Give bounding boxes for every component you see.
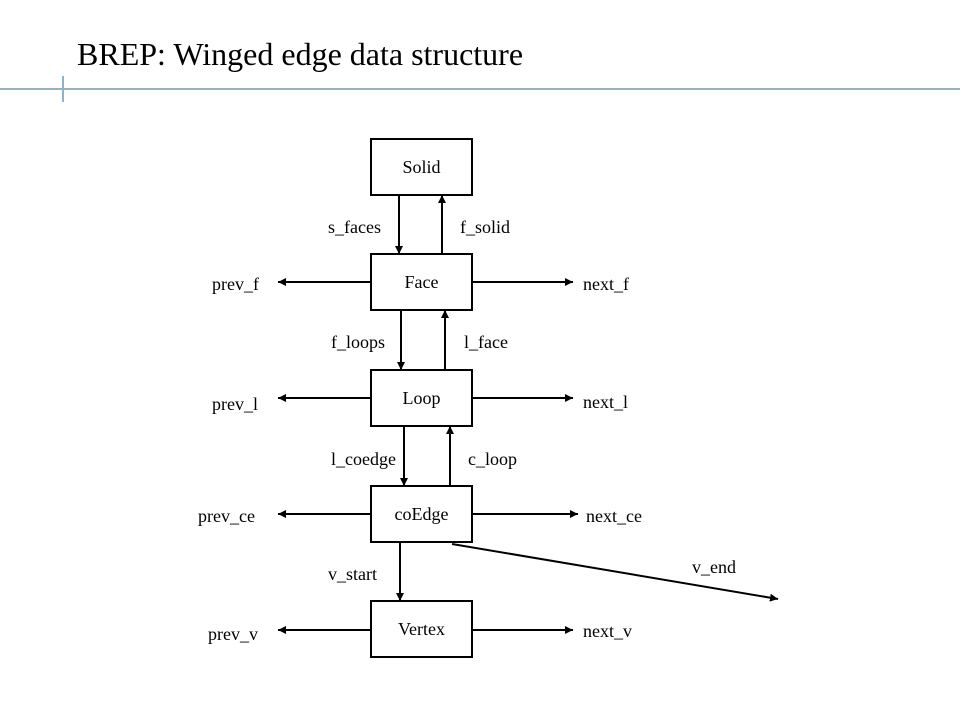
edge-prev_ce-label: prev_ce	[198, 506, 255, 526]
edge-next_ce-label: next_ce	[586, 506, 642, 526]
edge-f_solid: f_solid	[438, 195, 510, 254]
edge-v_end-arrow	[451, 543, 779, 602]
edge-prev_l-label: prev_l	[212, 394, 258, 414]
edge-f_solid-label: f_solid	[460, 217, 510, 237]
edge-l_face: l_face	[441, 310, 508, 370]
node-coedge: coEdge	[370, 485, 473, 543]
edge-c_loop: c_loop	[446, 426, 517, 486]
edge-next_l-label: next_l	[583, 392, 628, 412]
edge-v_start-label: v_start	[328, 564, 377, 584]
edge-l_coedge: l_coedge	[331, 426, 408, 486]
node-coedge-box	[370, 485, 473, 543]
node-face-box	[370, 253, 473, 311]
edge-v_end: v_end	[451, 543, 779, 602]
edge-l_face-label: l_face	[464, 332, 508, 352]
edge-prev_v: prev_v	[208, 624, 371, 644]
slide-title: BREP: Winged edge data structure	[77, 36, 524, 72]
edge-prev_ce: prev_ce	[198, 506, 371, 526]
edge-next_ce: next_ce	[472, 506, 642, 526]
edge-prev_f: prev_f	[212, 274, 371, 294]
edge-f_loops-label: f_loops	[331, 332, 385, 352]
edge-prev_l: prev_l	[212, 394, 371, 414]
edge-prev_f-label: prev_f	[212, 274, 259, 294]
edge-next_f-label: next_f	[583, 274, 629, 294]
edge-s_faces: s_faces	[328, 195, 403, 254]
node-solid-box	[370, 138, 473, 196]
edge-next_v: next_v	[472, 621, 632, 641]
node-solid-label: Solid	[402, 157, 440, 177]
edges-layer: s_faces f_solid prev_f next_f f_loops l_facep…	[198, 195, 779, 644]
edge-f_loops: f_loops	[331, 310, 405, 370]
node-face: Face	[370, 253, 473, 311]
node-solid: Solid	[370, 138, 473, 196]
node-vertex: Vertex	[370, 600, 473, 658]
node-vertex-label: Vertex	[398, 619, 445, 639]
edge-s_faces-label: s_faces	[328, 217, 381, 237]
edge-next_l: next_l	[472, 392, 628, 412]
node-coedge-label: coEdge	[395, 504, 449, 524]
edge-v_end-label: v_end	[692, 557, 736, 577]
edge-v_start: v_start	[328, 542, 404, 601]
node-loop: Loop	[370, 369, 473, 427]
edge-c_loop-label: c_loop	[468, 449, 517, 469]
node-vertex-box	[370, 600, 473, 658]
edge-l_coedge-label: l_coedge	[331, 449, 396, 469]
edge-prev_v-label: prev_v	[208, 624, 258, 644]
edge-next_f: next_f	[472, 274, 629, 294]
edge-next_v-label: next_v	[583, 621, 632, 641]
node-loop-box	[370, 369, 473, 427]
node-face-label: Face	[405, 272, 439, 292]
node-loop-label: Loop	[403, 388, 441, 408]
